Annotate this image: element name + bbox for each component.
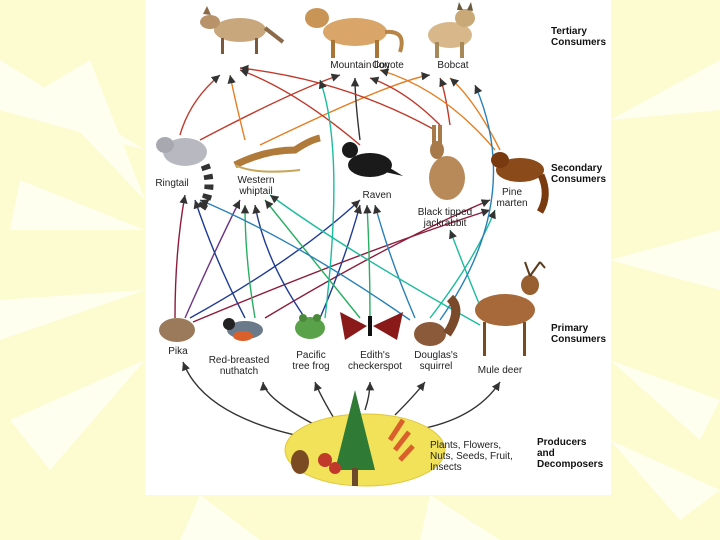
- arrow-producers-squirrel: [394, 381, 426, 416]
- producers-label: Plants, Flowers, Nuts, Seeds, Fruit, Ins…: [430, 440, 513, 473]
- level-secondary-label: Secondary Consumers: [551, 163, 607, 185]
- western-whiptail-label: Western whiptail: [237, 175, 275, 197]
- arrow-pika-ringtail: [174, 194, 188, 319]
- arrow-pika-raven: [189, 199, 361, 319]
- mountain-lion-label: Mountain lion: [330, 60, 390, 71]
- ringtail-label: Ringtail: [155, 178, 189, 189]
- arrow-ringtail-coyote: [179, 74, 221, 136]
- level-primary-label: Primary Consumers: [551, 323, 607, 345]
- nuthatch-label: Red-breasted nuthatch: [208, 355, 270, 377]
- arrow-deer-whiptail: [269, 194, 481, 326]
- arrow-frog-lion: [318, 79, 335, 319]
- pika-illustration: [159, 318, 195, 342]
- arrow-pika-marten: [192, 208, 491, 323]
- pine-marten-illustration: [491, 152, 549, 214]
- arrow-whiptail-coyote: [227, 74, 246, 141]
- arrow-producers-deer: [414, 381, 501, 431]
- coyote-label: Coyote: [372, 60, 404, 71]
- checkerspot-illustration: [340, 312, 403, 340]
- arrow-marten-bobcat: [449, 77, 501, 151]
- arrow-pika-whiptail: [184, 199, 241, 319]
- arrow-nuthatch-ringtail: [193, 199, 246, 319]
- douglas-squirrel-label: Douglas's squirrel: [414, 350, 458, 372]
- bobcat-illustration: [428, 2, 475, 58]
- level-tertiary-label: Tertiary Consumers: [551, 26, 607, 48]
- mountain-lion-illustration: [305, 8, 404, 58]
- arrow-ringtail-lion: [199, 73, 341, 141]
- arrow-squirrel-bobcat: [439, 84, 495, 321]
- jackrabbit-illustration: [429, 125, 465, 200]
- tree-frog-illustration: [295, 314, 325, 339]
- arrow-producers-checkerspot: [364, 381, 375, 411]
- food-web-diagram: [156, 2, 549, 487]
- tree-frog-label: Pacific tree frog: [292, 350, 330, 372]
- mule-deer-illustration: [475, 261, 546, 356]
- nuthatch-illustration: [223, 318, 263, 341]
- arrow-jackrabbit-bobcat: [439, 77, 451, 126]
- raven-label: Raven: [362, 190, 392, 201]
- checkerspot-label: Edith's checkerspot: [348, 350, 402, 372]
- arrow-marten-lion: [379, 68, 496, 151]
- ringtail-illustration: [156, 137, 214, 213]
- arrow-jackrabbit-coyote: [239, 64, 436, 131]
- coyote-illustration: [200, 6, 285, 54]
- pika-label: Pika: [168, 346, 188, 357]
- mule-deer-label: Mule deer: [477, 365, 523, 376]
- bobcat-label: Bobcat: [437, 60, 469, 71]
- producers-illustration: [284, 390, 446, 487]
- pine-marten-label: Pine marten: [496, 187, 528, 209]
- arrow-raven-lion: [350, 77, 361, 141]
- jackrabbit-label: Black tipped jackrabbit: [417, 207, 473, 229]
- arrow-nuthatch-marten: [264, 199, 491, 319]
- level-producers-label: Producers and Decomposers: [537, 437, 604, 470]
- arrow-squirrel-raven: [373, 204, 416, 319]
- arrow-nuthatch-whiptail: [240, 204, 256, 319]
- arrow-whiptail-bobcat: [259, 72, 431, 146]
- arrow-raven-coyote: [239, 68, 361, 146]
- arrow-squirrel-marten: [429, 209, 496, 319]
- whiptail-illustration: [233, 134, 321, 173]
- arrow-jackrabbit-lion: [369, 76, 441, 126]
- arrow-checkerspot-whiptail: [264, 199, 361, 319]
- raven-illustration: [342, 142, 403, 177]
- arrow-frog-whiptail: [252, 204, 306, 319]
- arrow-frog-raven: [319, 204, 362, 319]
- arrow-squirrel-ringtail: [199, 199, 411, 321]
- arrow-producers-frog: [314, 381, 336, 421]
- douglas-squirrel-illustration: [414, 294, 461, 346]
